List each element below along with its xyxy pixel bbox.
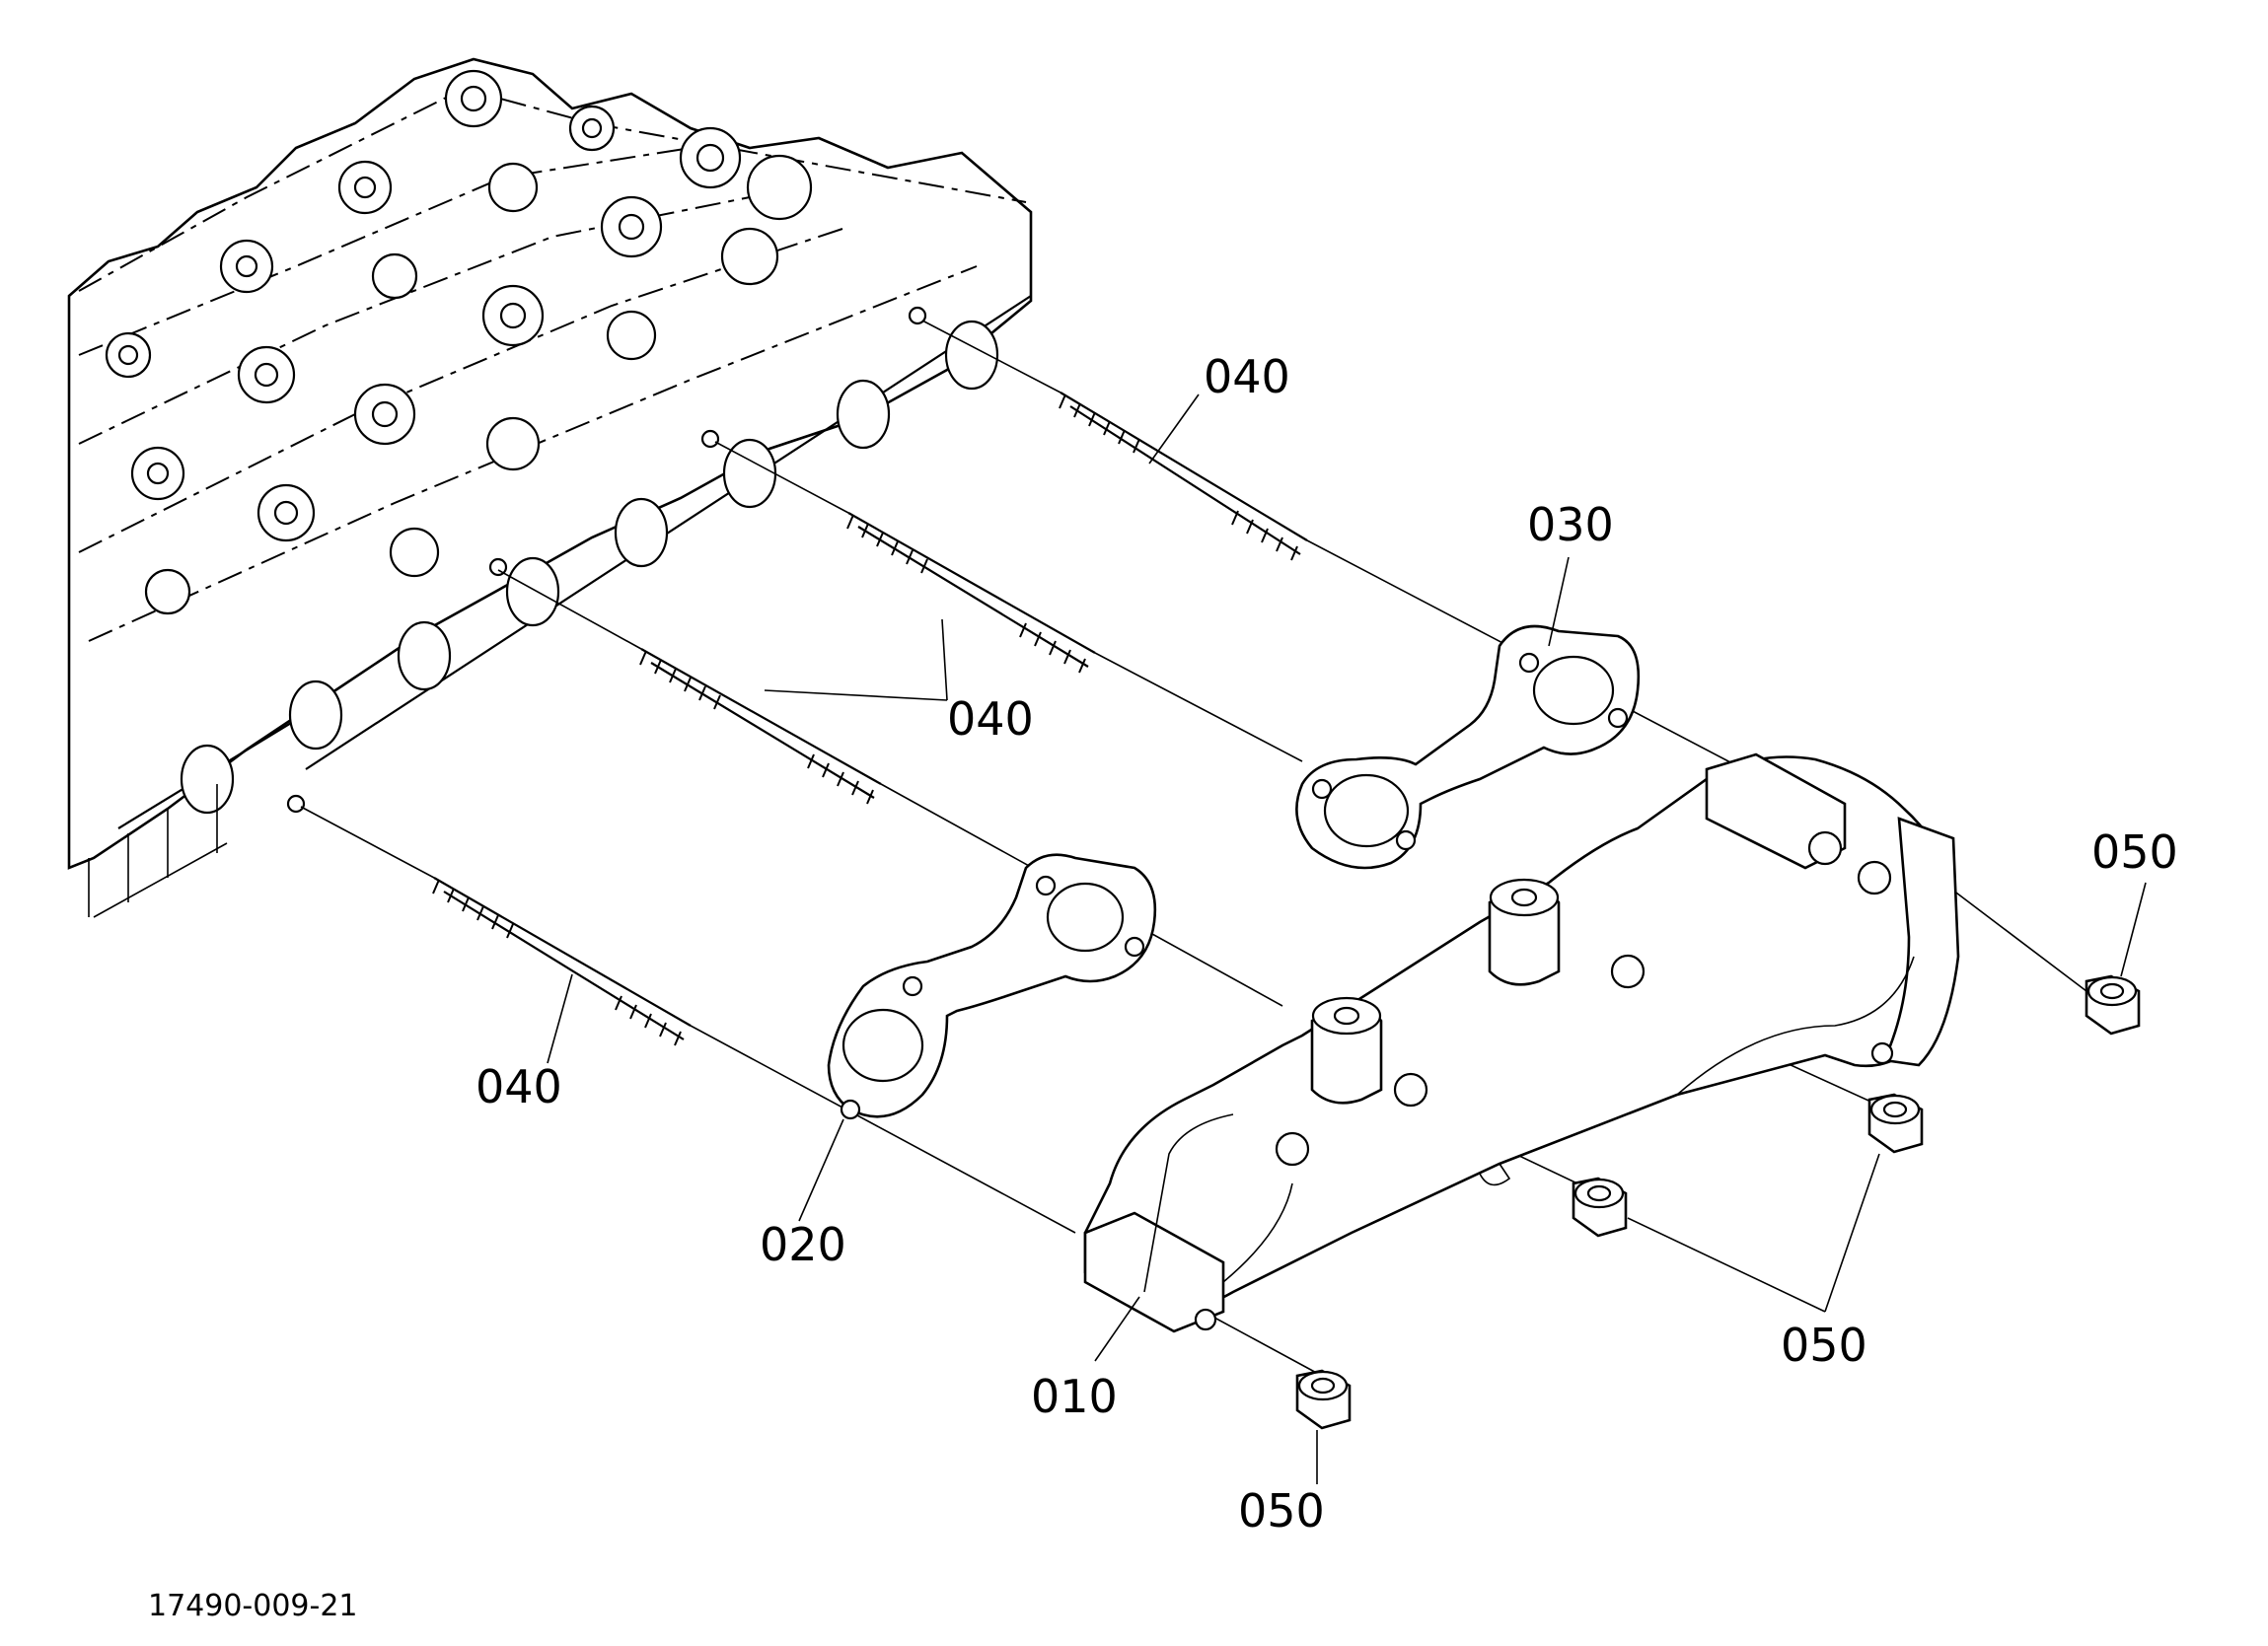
gasket-030: [1295, 624, 1641, 870]
exhaust-manifold-010: [1083, 752, 1960, 1333]
callout-stud-top: 040: [1204, 350, 1290, 403]
gasket-020: [827, 853, 1157, 1120]
callout-nut-right: 050: [2091, 825, 2178, 879]
nut-050-mid: [1572, 1177, 1628, 1238]
callout-nut-bottom: 050: [1238, 1484, 1325, 1538]
nut-050-right: [2085, 974, 2141, 1036]
callout-gasket-rear: 030: [1527, 498, 1614, 551]
callout-labels: 040 040 040 030 020 010 050 050 050 1749…: [148, 350, 2178, 1623]
callout-gasket-front: 020: [760, 1218, 846, 1271]
cylinder-head: [67, 57, 1033, 918]
nut-050-bottom: [1295, 1369, 1352, 1430]
callout-nut-group: 050: [1781, 1319, 1867, 1372]
stud-040-mid: [846, 512, 1096, 674]
callout-stud-mid: 040: [947, 692, 1034, 746]
leader-lines: [547, 394, 2147, 1484]
drawing-id: 17490-009-21: [148, 1589, 358, 1623]
stud-040-low: [639, 648, 882, 805]
callout-stud-low: 040: [476, 1060, 562, 1113]
callout-manifold: 010: [1031, 1370, 1118, 1423]
stud-040-top: [1059, 392, 1308, 561]
stud-040-bottom: [432, 877, 692, 1046]
nut-050-mid-right: [1867, 1093, 1924, 1154]
